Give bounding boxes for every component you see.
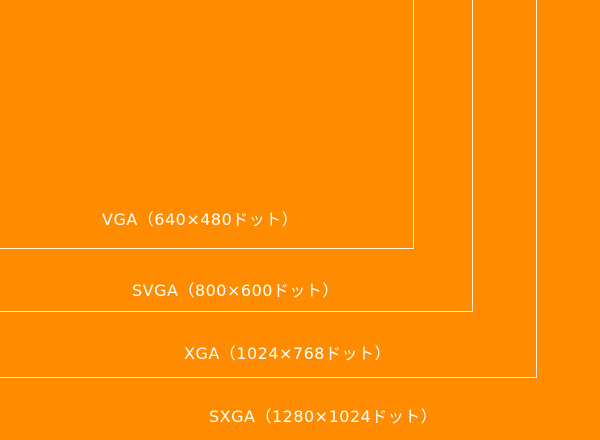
svga-label: SVGA（800×600ドット） [132,281,339,300]
vga-area [0,0,414,249]
xga-area [0,0,537,378]
sxga-label: SXGA（1280×1024ドット） [209,407,438,426]
svga-area [0,0,473,312]
xga-label: XGA（1024×768ドット） [184,344,391,363]
vga-label: VGA（640×480ドット） [102,210,299,229]
